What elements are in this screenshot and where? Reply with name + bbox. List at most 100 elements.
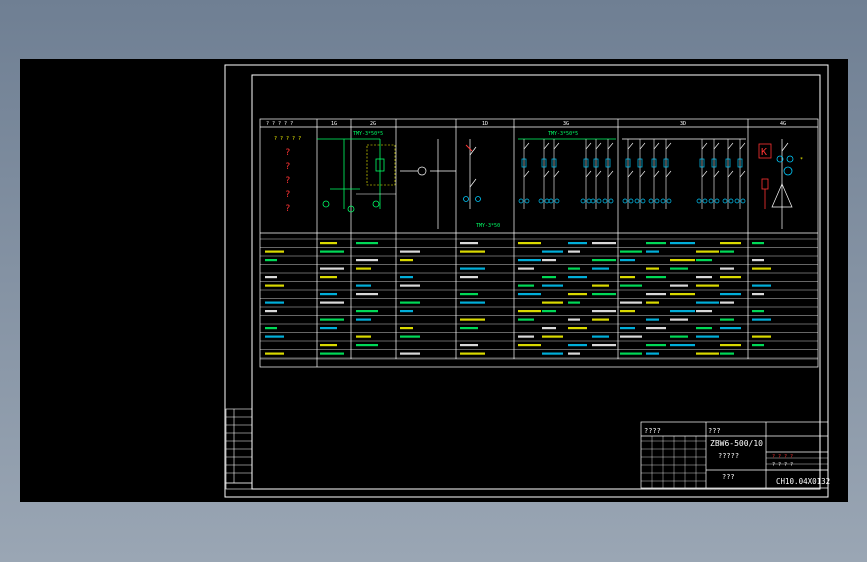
table-cell-text bbox=[542, 310, 556, 313]
table-cell-text bbox=[670, 284, 688, 287]
k-marker: K bbox=[761, 147, 767, 158]
table-cell-text bbox=[568, 301, 580, 304]
panel-4g: K * bbox=[758, 139, 803, 229]
table-cell-text bbox=[696, 301, 719, 304]
switch-blade bbox=[543, 142, 550, 150]
table-cell-text bbox=[356, 293, 378, 296]
table-cell-text bbox=[720, 242, 741, 245]
table-cell-text bbox=[620, 352, 642, 355]
red-mark: ? bbox=[285, 176, 290, 186]
switch-blade bbox=[607, 170, 614, 178]
table-cell-text bbox=[400, 250, 420, 253]
table-cell-text bbox=[320, 344, 337, 347]
switch-blade bbox=[523, 170, 530, 178]
table-cell-text bbox=[400, 276, 413, 279]
meter-symbol bbox=[518, 198, 524, 204]
ct-symbol bbox=[737, 158, 743, 168]
parameter-table-grid bbox=[260, 238, 818, 360]
table-cell-text bbox=[460, 344, 478, 347]
table-cell-text bbox=[646, 293, 666, 296]
section-label-2g: 2G bbox=[370, 121, 376, 127]
table-cell-text bbox=[265, 284, 284, 287]
switch-blade bbox=[701, 170, 708, 178]
ct-symbol bbox=[521, 158, 527, 168]
title-row-marks: ? ? ? ? bbox=[772, 462, 793, 468]
table-cell-text bbox=[400, 310, 413, 313]
table-cell-text bbox=[320, 301, 344, 304]
table-cell-text bbox=[696, 276, 712, 279]
table-cell-text bbox=[646, 250, 659, 253]
table-cell-text bbox=[670, 310, 695, 313]
table-cell-text bbox=[752, 318, 771, 321]
table-cell-text bbox=[720, 267, 734, 270]
table-cell-text bbox=[752, 335, 771, 338]
switch-blade bbox=[713, 170, 720, 178]
table-cell-text bbox=[646, 242, 666, 245]
table-cell-text bbox=[646, 267, 659, 270]
switch-blade bbox=[595, 142, 602, 150]
table-cell-text bbox=[460, 293, 478, 296]
table-cell-text bbox=[752, 284, 771, 287]
table-cell-text bbox=[460, 267, 485, 270]
table-cell-text bbox=[542, 276, 556, 279]
meter-symbol bbox=[586, 198, 592, 204]
title-left-cell: ???? bbox=[644, 427, 661, 435]
table-cell-text bbox=[752, 259, 764, 262]
feeders-3g bbox=[518, 138, 616, 209]
ct-symbol bbox=[637, 158, 643, 168]
table-cell-text bbox=[696, 352, 719, 355]
table-cell-text bbox=[356, 318, 371, 321]
table-cell-text bbox=[568, 242, 587, 245]
table-cell-text bbox=[320, 293, 337, 296]
busbar-label-left: TMY-3*50*5 bbox=[353, 131, 383, 137]
table-cell-text bbox=[696, 284, 719, 287]
table-cell-text bbox=[568, 276, 587, 279]
table-cell-text bbox=[265, 335, 284, 338]
table-cell-text bbox=[460, 250, 485, 253]
switch-blade bbox=[727, 142, 734, 150]
table-cell-text bbox=[646, 352, 659, 355]
title-model: ZBW6-500/10 bbox=[710, 439, 763, 448]
switch-blade bbox=[595, 170, 602, 178]
table-cell-text bbox=[356, 335, 371, 338]
busbar-label-1d: TMY-3*50 bbox=[476, 223, 500, 229]
table-cell-text bbox=[356, 284, 371, 287]
table-cell-text bbox=[518, 344, 541, 347]
table-cell-text bbox=[620, 284, 642, 287]
left-margin-strip bbox=[225, 408, 253, 490]
ct-symbol bbox=[711, 158, 717, 168]
meter-symbol bbox=[660, 198, 666, 204]
table-cell-text bbox=[646, 344, 666, 347]
ct-symbol bbox=[699, 158, 705, 168]
table-cell-text bbox=[568, 267, 580, 270]
table-cell-text bbox=[265, 310, 277, 313]
cad-canvas[interactable]: 1G 2G 1D 3G 3D 4G ? ? ? ? ? ? ? ? ? ? ? … bbox=[20, 59, 848, 502]
meter-symbol bbox=[722, 198, 728, 204]
table-cell-text bbox=[720, 352, 734, 355]
table-cell-text bbox=[460, 327, 478, 330]
table-cell-text bbox=[460, 301, 485, 304]
ct-symbol bbox=[663, 158, 669, 168]
table-cell-text bbox=[592, 259, 616, 262]
table-cell-text bbox=[696, 327, 712, 330]
meter-symbol bbox=[538, 198, 544, 204]
table-cell-text bbox=[518, 267, 534, 270]
meter-symbol bbox=[702, 198, 708, 204]
meter-symbol bbox=[622, 198, 628, 204]
table-cell-text bbox=[518, 335, 534, 338]
table-cell-text bbox=[400, 259, 413, 262]
switch-blade bbox=[627, 170, 634, 178]
section-label-3d: 3D bbox=[680, 121, 686, 127]
table-cell-text bbox=[670, 259, 695, 262]
table-cell-text bbox=[752, 242, 764, 245]
meter-symbol bbox=[714, 198, 720, 204]
table-cell-text bbox=[460, 242, 478, 245]
circuit-1d-red-tick bbox=[465, 144, 473, 152]
inner-frame bbox=[251, 74, 821, 490]
table-cell-text bbox=[620, 250, 642, 253]
table-cell-text bbox=[670, 318, 688, 321]
ct-symbol bbox=[593, 158, 599, 168]
table-cell-text bbox=[518, 310, 541, 313]
table-cell-text bbox=[542, 250, 563, 253]
table-cell-text bbox=[460, 318, 485, 321]
